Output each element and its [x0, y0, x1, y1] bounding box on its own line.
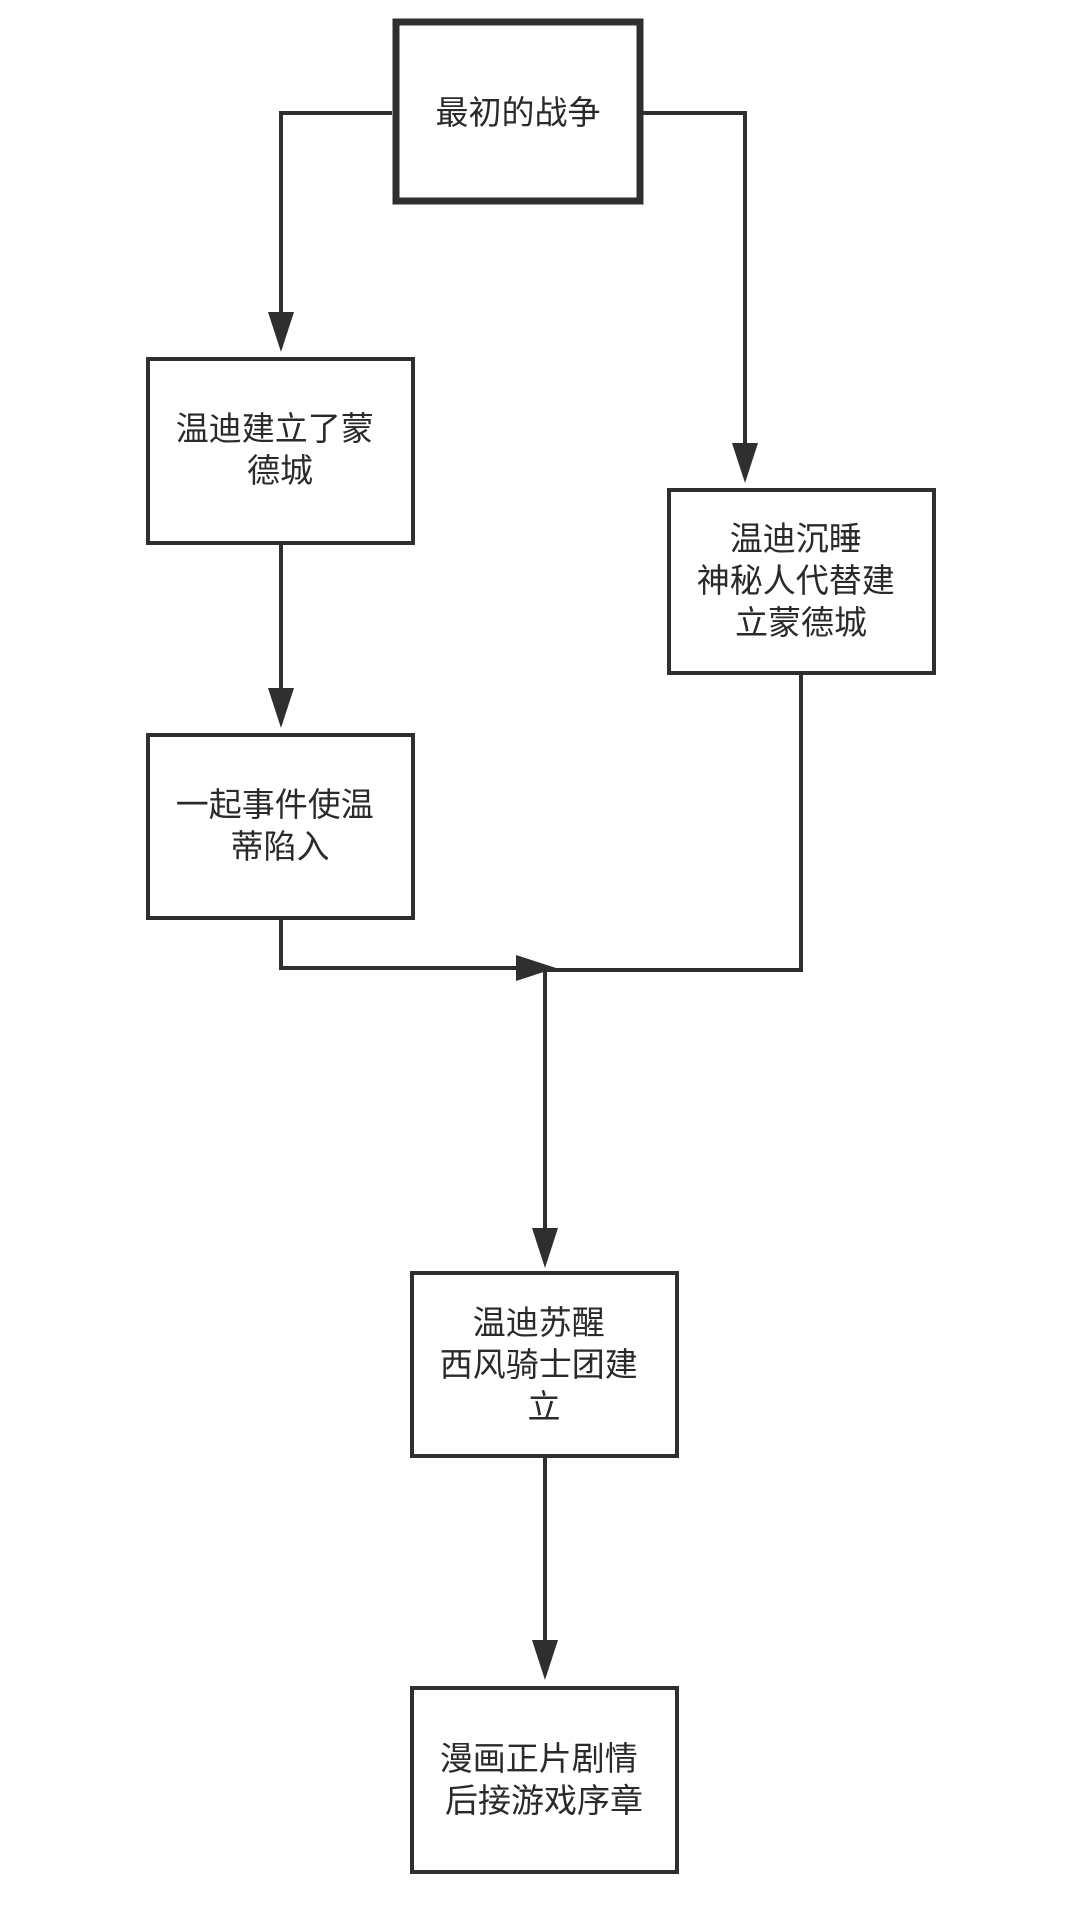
node-venti-sleeps-label: 温迪沉睡 神秘人代替建 立蒙德城 [697, 519, 906, 642]
node-venti-awakens: 温迪苏醒 西风骑士团建 立 [410, 1271, 679, 1458]
edge-venti-sleeps-to-merge [545, 673, 803, 972]
node-venti-sleeps-line-3: 立蒙德城 [735, 603, 867, 642]
node-venti-awakens-box [410, 1271, 679, 1458]
node-initial-war: 最初的战争 [392, 18, 644, 205]
node-manga-story-box [410, 1686, 679, 1874]
node-manga-story-line-2: 后接游戏序章 [445, 1781, 643, 1820]
node-venti-founds-mondstadt-line-2: 德城 [247, 451, 313, 490]
edges-group [268, 111, 803, 1680]
node-venti-founds-mondstadt-box [146, 357, 415, 545]
arrowhead-manga-story [532, 1640, 558, 1680]
node-venti-founds-mondstadt: 温迪建立了蒙 德城 [146, 357, 415, 545]
node-venti-sleeps-line-1: 温迪沉睡 [730, 519, 862, 558]
node-initial-war-box [392, 18, 644, 205]
arrowhead-venti-awakens [532, 1228, 558, 1268]
node-initial-war-label: 最初的战争 [436, 93, 601, 132]
node-event-venti-falls-label: 一起事件使温 蒂陷入 [176, 785, 385, 866]
node-manga-story-label: 漫画正片剧情 后接游戏序章 [440, 1739, 649, 1820]
node-event-venti-falls-line-1: 一起事件使温 [176, 785, 374, 824]
edge-event-to-merge [279, 918, 530, 970]
node-manga-story-line-1: 漫画正片剧情 [440, 1739, 638, 1778]
node-event-venti-falls: 一起事件使温 蒂陷入 [146, 733, 415, 920]
node-venti-awakens-line-3: 立 [528, 1387, 561, 1426]
node-event-venti-falls-box [146, 733, 415, 920]
node-venti-sleeps-box [667, 488, 936, 675]
node-manga-story: 漫画正片剧情 后接游戏序章 [410, 1686, 679, 1874]
node-event-venti-falls-line-2: 蒂陷入 [231, 827, 330, 866]
arrowhead-venti-sleeps [732, 443, 758, 483]
edge-initial-war-to-venti-sleeps [640, 111, 747, 460]
node-venti-founds-mondstadt-label: 温迪建立了蒙 德城 [176, 409, 385, 490]
arrowhead-event [268, 688, 294, 728]
node-venti-awakens-label: 温迪苏醒 西风骑士团建 立 [440, 1303, 649, 1426]
node-venti-sleeps: 温迪沉睡 神秘人代替建 立蒙德城 [667, 488, 936, 675]
arrowhead-venti-founds [268, 312, 294, 352]
arrowhead-merge [516, 955, 556, 981]
edge-initial-war-to-venti-founds [279, 111, 392, 328]
node-venti-awakens-line-2: 西风骑士团建 [440, 1345, 638, 1384]
node-venti-sleeps-line-2: 神秘人代替建 [697, 561, 895, 600]
node-venti-awakens-line-1: 温迪苏醒 [473, 1303, 605, 1342]
node-venti-founds-mondstadt-line-1: 温迪建立了蒙 [176, 409, 374, 448]
